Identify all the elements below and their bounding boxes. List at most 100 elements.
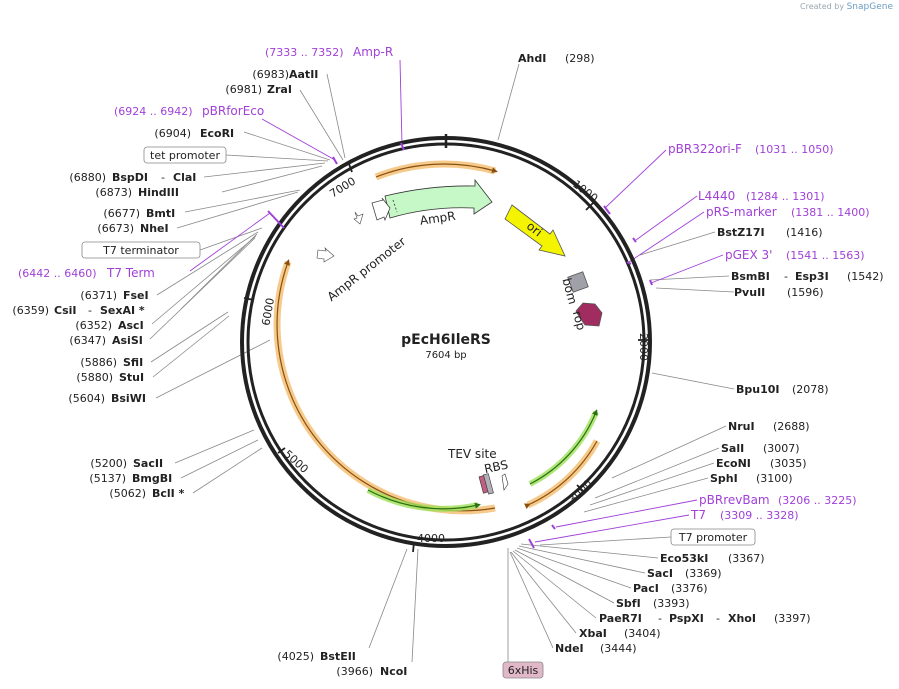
site-xhoi-name: XhoI bbox=[728, 612, 756, 625]
primer-labels: (7333 .. 7352) Amp-R (6924 .. 6942) pBRf… bbox=[18, 45, 870, 522]
boxed-labels: tet promoter T7 terminator T7 promoter 6… bbox=[81, 146, 756, 679]
site-bcli-pos: (5062) bbox=[109, 487, 146, 500]
site-csii-sep: - bbox=[88, 304, 92, 317]
site-ecori-name: EcoRI bbox=[200, 127, 234, 140]
site-hindiii-pos: (6873) bbox=[95, 186, 132, 199]
site-nhei-pos: (6673) bbox=[97, 222, 134, 235]
site-bspdi-pos: (6880) bbox=[69, 171, 106, 184]
site-ecori-pos: (6904) bbox=[154, 127, 191, 140]
primer-pbrforeco-name: pBRforEco bbox=[202, 104, 264, 118]
t7-terminator-label: T7 terminator bbox=[102, 244, 179, 257]
site-ncoi-name: NcoI bbox=[380, 665, 407, 678]
site-pvuii-name: PvuII bbox=[734, 286, 765, 299]
primer-pbrrevbam-name: pBRrevBam bbox=[699, 493, 770, 507]
ori-feature bbox=[504, 204, 566, 257]
site-bspdi-name: BspDI bbox=[112, 171, 148, 184]
plasmid-name: pEcH6IleRS bbox=[401, 332, 491, 348]
leader-lines bbox=[149, 63, 735, 663]
t7-terminator-box bbox=[81, 241, 201, 259]
site-esp3i-name: Esp3I bbox=[795, 270, 829, 283]
site-fsei-pos: (6371) bbox=[80, 289, 117, 302]
primer-lines bbox=[189, 59, 724, 543]
site-stui-pos: (5880) bbox=[76, 371, 113, 384]
site-asci-pos: (6352) bbox=[75, 319, 112, 332]
rbs-feature bbox=[501, 473, 509, 491]
orange-arc-left bbox=[273, 260, 496, 515]
site-eco53ki-name: Eco53kI bbox=[660, 552, 708, 565]
primer-t7term-range: (6442 .. 6460) bbox=[18, 267, 97, 280]
ruler-3000: 3000 bbox=[566, 477, 595, 506]
site-bsiwi-name: BsiWI bbox=[111, 392, 146, 405]
site-ndei-pos: (3444) bbox=[600, 642, 637, 655]
site-paci-name: PacI bbox=[633, 582, 659, 595]
site-clai-name: ClaI bbox=[173, 171, 196, 184]
site-ahdi-pos: (298) bbox=[565, 52, 595, 65]
site-bsteii-pos: (4025) bbox=[277, 650, 314, 663]
site-bsmbi-sep: - bbox=[784, 270, 788, 283]
site-econi-pos: (3035) bbox=[770, 457, 807, 470]
primer-ampr-name: Amp-R bbox=[353, 45, 393, 59]
site-asci-name: AscI bbox=[118, 319, 144, 332]
site-xbai-name: XbaI bbox=[579, 627, 607, 640]
ruler-ticks bbox=[243, 163, 648, 553]
primer-pbr322ori-name: pBR322ori-F bbox=[668, 142, 742, 156]
ampr-feature bbox=[384, 178, 493, 219]
site-bmgbi-pos: (5137) bbox=[89, 472, 126, 485]
site-bmgbi-name: BmgBI bbox=[132, 472, 172, 485]
site-hindiii-name: HindIII bbox=[138, 186, 179, 199]
site-ndei-name: NdeI bbox=[555, 642, 584, 655]
small-arrow-2 bbox=[316, 247, 335, 263]
site-aatii-pos: (6983) bbox=[252, 68, 289, 81]
ruler-6000: 6000 bbox=[259, 297, 277, 327]
site-nrui-pos: (2688) bbox=[773, 420, 810, 433]
restriction-sites: (6983) AatII (6981) ZraI (6904) EcoRI (6… bbox=[12, 52, 883, 678]
site-paer7i-name: PaeR7I bbox=[599, 612, 642, 625]
site-pvuii-pos: (1596) bbox=[787, 286, 824, 299]
t7-promoter-label: T7 promoter bbox=[678, 531, 748, 544]
site-sacii-name: SacII bbox=[133, 457, 163, 470]
site-pspxi-sep: - bbox=[716, 612, 720, 625]
tev-label: TEV site bbox=[447, 447, 497, 461]
bom-label: bom bbox=[559, 276, 579, 305]
rop-feature bbox=[575, 302, 603, 327]
site-bcli-name: BclI * bbox=[152, 487, 185, 500]
site-bsmbi-name: BsmBI bbox=[731, 270, 770, 283]
primer-pgex3-range: (1541 .. 1563) bbox=[786, 249, 865, 262]
site-bpu10i-pos: (2078) bbox=[792, 383, 829, 396]
site-fsei-name: FseI bbox=[123, 289, 149, 302]
site-paer7i-pos: (3397) bbox=[774, 612, 811, 625]
site-saci-pos: (3369) bbox=[685, 567, 722, 580]
site-stui-name: StuI bbox=[119, 371, 144, 384]
primer-pbrrevbam-range: (3206 .. 3225) bbox=[778, 494, 857, 507]
site-sacii-pos: (5200) bbox=[90, 457, 127, 470]
primer-prsmarker-name: pRS-marker bbox=[706, 205, 777, 219]
rop-label: rop bbox=[570, 309, 589, 332]
feature-arcs bbox=[273, 160, 601, 515]
ruler-4000: 4000 bbox=[417, 532, 445, 545]
site-sexai-name: SexAI * bbox=[100, 304, 145, 317]
snapgene-logo: SnapGene bbox=[846, 2, 893, 12]
ampr-promoter-label: AmpR promoter bbox=[325, 234, 409, 304]
site-bsmbi-pos: (1542) bbox=[847, 270, 884, 283]
site-asisi-name: AsiSI bbox=[112, 334, 143, 347]
primer-l4440-name: L4440 bbox=[698, 189, 735, 203]
primer-t7term-name: T7 Term bbox=[106, 266, 155, 280]
site-sali-pos: (3007) bbox=[763, 442, 800, 455]
site-sbfi-name: SbfI bbox=[616, 597, 641, 610]
primer-l4440-range: (1284 .. 1301) bbox=[746, 190, 825, 203]
site-nhei-name: NheI bbox=[140, 222, 169, 235]
site-sphi-pos: (3100) bbox=[756, 472, 793, 485]
tet-promoter-label: tet promoter bbox=[150, 149, 220, 162]
site-sphi-name: SphI bbox=[710, 472, 738, 485]
primer-ticks bbox=[267, 142, 653, 549]
site-econi-name: EcoNI bbox=[716, 457, 751, 470]
credit: Created by SnapGene bbox=[800, 2, 893, 12]
site-bpu10i-name: Bpu10I bbox=[736, 383, 780, 396]
site-bspdi-sep: - bbox=[161, 171, 165, 184]
site-paci-pos: (3376) bbox=[671, 582, 708, 595]
site-sfii-pos: (5886) bbox=[80, 356, 117, 369]
bom-feature bbox=[567, 271, 589, 293]
small-arrow-1 bbox=[353, 211, 364, 225]
primer-pbr322ori-range: (1031 .. 1050) bbox=[755, 143, 834, 156]
